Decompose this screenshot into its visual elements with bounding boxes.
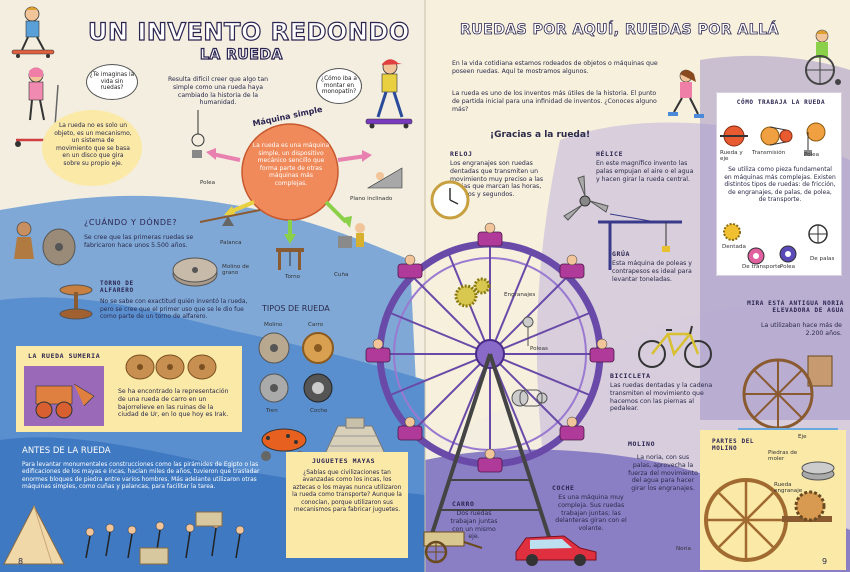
crane-illustration	[598, 213, 682, 270]
potter-wheel-illustration	[59, 284, 93, 320]
label-tipo-coche: Coche	[310, 408, 328, 414]
simple-machine-text: La rueda es una máquina simple, un dispo…	[252, 142, 330, 187]
when-where-title: ¿CUÁNDO Y DÓNDE?	[84, 218, 178, 227]
wheel-types-illustration	[258, 332, 334, 403]
clock-title: RELOJ	[450, 150, 473, 158]
intro-text-right-1: En la vida cotidiana estamos rodeados de…	[452, 60, 658, 75]
label-cuna: Cuña	[334, 272, 349, 278]
label-palanca: Palanca	[220, 240, 242, 246]
label-poleas: Poleas	[530, 346, 548, 352]
when-where-text: Se cree que las primeras ruedas se fabri…	[84, 234, 194, 249]
clock-text: Los engranajes son ruedas dentadas que t…	[450, 160, 544, 198]
maya-temple-illustration	[323, 417, 387, 457]
bicycle-illustration	[638, 325, 712, 368]
maya-toys-title: JUGUETES MAYAS	[312, 457, 376, 465]
label-polea: Polea	[200, 180, 216, 186]
propeller-title: HÉLICE	[596, 150, 624, 158]
mill-parts-title: PARTES DEL MOLINO	[712, 438, 755, 452]
label-eje-molino: Eje	[798, 434, 807, 440]
label-noria: Noria	[676, 546, 691, 552]
label-tipo-carro: Carro	[308, 322, 324, 328]
wheelchair-kid-illustration	[805, 29, 841, 85]
speech-bubble-life: ¿Te imaginas la vida sin ruedas?	[86, 64, 138, 100]
label-engranajes: Engranajes	[504, 292, 536, 298]
water-wheel-text: La utilizaban hace más de 2.200 años.	[761, 322, 842, 337]
label-polea-tipo: Polea	[780, 264, 796, 270]
propeller-illustration	[563, 175, 609, 221]
pyramid-workers-illustration	[3, 504, 245, 565]
water-wheel-title: MIRA ESTA ANTIGUA NORIA ELEVADORA DE AGU…	[747, 300, 844, 314]
sumerian-wheels-illustration	[125, 354, 217, 380]
sumerian-wheel-title: LA RUEDA SUMERIA	[28, 352, 101, 360]
intro-text-left: Resulta difícil creer que algo tan simpl…	[167, 76, 269, 107]
page-title-right: RUEDAS POR AQUÍ, RUEDAS POR ALLÁ	[460, 22, 779, 39]
crane-title: GRÚA	[612, 250, 631, 258]
ancient-water-wheel-illustration	[738, 355, 838, 440]
sumerian-wheel-text: Se ha encontrado la representación de un…	[118, 388, 229, 419]
propeller-text: En este magnífico invento las palas empu…	[596, 160, 694, 183]
potter-wheel-text: No se sabe con exactitud quién inventó l…	[100, 298, 248, 320]
label-rueda-engranaje: Rueda engranaje	[774, 482, 803, 494]
stone-age-illustration	[14, 221, 76, 266]
cart-text: Dos ruedas trabajan juntas con un mismo …	[450, 510, 498, 541]
before-wheel-text: Para levantar monumentales construccione…	[22, 462, 260, 491]
label-molino-grano: Molino de grano	[222, 264, 250, 276]
mill-text: La noria, con sus palas, aprovecha la fu…	[628, 454, 698, 492]
label-transmision: Transmisión	[752, 150, 786, 156]
wheel-definition-text: La rueda no es solo un objeto, es un mec…	[54, 122, 132, 167]
boy-skateboard-illustration	[365, 59, 413, 129]
cart-title: CARRO	[452, 500, 475, 508]
label-torno: Torno	[285, 274, 301, 280]
thanks-wheel-title: ¡Gracias a la rueda!	[490, 130, 591, 140]
label-de-palas: De palas	[810, 256, 835, 262]
label-rueda-eje: Rueda y eje	[720, 150, 743, 162]
potter-wheel-title: TORNO DE ALFARERO	[100, 280, 134, 294]
car-title: COCHE	[552, 484, 575, 492]
label-dentada: Dentada	[722, 244, 746, 250]
girl-rollerskates-illustration	[668, 69, 704, 118]
page-number-right: 9	[822, 557, 828, 566]
grain-mill-illustration	[172, 257, 218, 287]
page-number-left: 8	[18, 557, 24, 566]
intro-text-right-2: La rueda es uno de los inventos más útil…	[452, 90, 657, 113]
ferris-wheel-illustration	[365, 222, 615, 541]
label-polea-como: Polea	[804, 152, 820, 158]
clock-illustration	[430, 180, 470, 220]
sumerian-relief-illustration	[24, 366, 104, 426]
cart-illustration	[423, 531, 483, 564]
simple-machine-diagram	[191, 110, 403, 270]
before-wheel-title: ANTES DE LA RUEDA	[22, 446, 111, 456]
bicycle-title: BICICLETA	[610, 372, 651, 380]
girl-scooter-illustration	[15, 67, 59, 147]
how-wheel-works-title: CÓMO TRABAJA LA RUEDA	[736, 99, 826, 106]
speech-bubble-skate: ¿Cómo iba a montar en monopatín?	[316, 68, 362, 104]
page-subtitle-left: LA RUEDA	[199, 46, 283, 63]
label-plano-inclinado: Plano inclinado	[350, 196, 393, 202]
maya-toys-box	[286, 452, 408, 558]
page-title-left: UN INVENTO REDONDO	[87, 17, 410, 46]
label-piedras-moler: Piedras de moler	[768, 450, 798, 462]
maya-toys-text: ¿Sabías que civilizaciones tan avanzadas…	[292, 470, 402, 513]
mill-parts-illustration	[704, 461, 835, 562]
wheel-types-title: TIPOS DE RUEDA	[262, 304, 330, 313]
car-illustration	[515, 535, 597, 566]
car-text: Es una máquina muy compleja. Sus ruedas …	[555, 494, 627, 532]
how-wheel-works-text: Se utiliza como pieza fundamental en máq…	[724, 166, 836, 203]
label-tipo-tren: Tren	[266, 408, 278, 414]
label-tipo-molino: Molino	[264, 322, 283, 328]
mill-title: MOLINO	[628, 440, 656, 448]
wheel-kinds-illustration	[723, 223, 828, 265]
how-wheel-works-diagrams	[720, 122, 826, 156]
crane-text: Esta máquina de poleas y contrapesos es …	[612, 260, 692, 283]
kid-skateboard-illustration	[11, 6, 55, 58]
label-de-transporte: De transporte	[742, 264, 781, 270]
wheel-definition-box	[42, 110, 142, 186]
bicycle-text: Las ruedas dentadas y la cadena transmit…	[610, 382, 713, 413]
how-wheel-works-card	[716, 92, 842, 276]
